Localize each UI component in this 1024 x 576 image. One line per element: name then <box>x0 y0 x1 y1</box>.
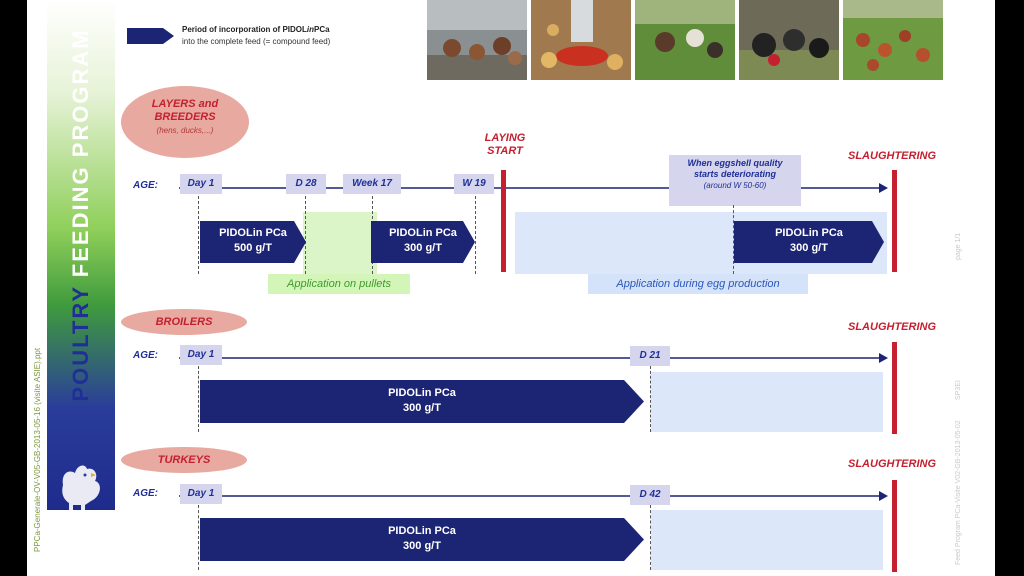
broilers-timeline-arrow <box>179 353 888 363</box>
dose-arrow-layers-3: PIDOLin PCa 300 g/T <box>734 221 884 263</box>
dash-layers-d28 <box>305 196 306 274</box>
turkeys-mark-day1: Day 1 <box>180 484 222 504</box>
broilers-phase-band <box>651 372 883 432</box>
egg-note-line1: When eggshell quality <box>687 158 783 168</box>
dose-name-layers-3: PIDOLin PCa <box>775 227 843 239</box>
legend-text: Period of incorporation of PIDOLinPCa in… <box>182 24 330 48</box>
egg-production-application-label: Application during egg production <box>588 274 808 294</box>
group-label-broilers: BROILERS <box>121 309 247 335</box>
layers-slaughter-bar <box>892 170 897 272</box>
dose-name-turkeys: PIDOLin PCa <box>388 525 456 537</box>
sidebar-title-part1: POULTRY <box>68 277 93 402</box>
dose-arrow-turkeys: PIDOLin PCa 300 g/T <box>200 518 644 561</box>
dash-layers-eggshell <box>733 205 734 274</box>
dose-name-layers-1: PIDOLin PCa <box>219 227 287 239</box>
dose-name-broilers: PIDOLin PCa <box>388 387 456 399</box>
laying-start-bar <box>501 170 506 272</box>
layers-mark-day1: Day 1 <box>180 174 222 194</box>
legend-arrow-icon <box>127 28 174 44</box>
dash-layers-w19 <box>475 196 476 274</box>
dose-arrow-layers-1: PIDOLin PCa 500 g/T <box>200 221 306 263</box>
laying-start-label: LAYING START <box>465 132 545 158</box>
hens-on-grass-photo <box>843 0 943 80</box>
layers-mark-week17: Week 17 <box>343 174 401 194</box>
dash-layers-day1 <box>198 196 199 274</box>
eggshell-quality-note: When eggshell quality starts deteriorati… <box>669 155 801 206</box>
hens-in-barn-photo <box>427 0 527 80</box>
group-label-layers: LAYERS and BREEDERS (hens, ducks,...) <box>121 86 249 158</box>
sidebar-title: POULTRY FEEDING PROGRAM <box>68 28 94 401</box>
broilers-slaughter-bar <box>892 342 897 434</box>
hen-icon <box>62 465 100 510</box>
legend-line1-prefix: Period of incorporation of PIDOL <box>182 25 307 34</box>
dose-arrow-layers-2: PIDOLin PCa 300 g/T <box>371 221 475 263</box>
dose-arrow-broilers: PIDOLin PCa 300 g/T <box>200 380 644 423</box>
turkeys-slaughter-bar <box>892 480 897 572</box>
turkeys-phase-band <box>651 510 883 570</box>
dose-amount-layers-1: 500 g/T <box>234 242 272 254</box>
page-note: page 1/1 <box>955 232 962 260</box>
laying-start-line2: START <box>487 145 523 157</box>
feeder-photo <box>531 0 631 80</box>
dash-turkeys-d42 <box>650 505 651 570</box>
laying-start-line1: LAYING <box>484 132 526 144</box>
dash-turkeys-day1 <box>198 505 199 570</box>
broilers-mark-day1: Day 1 <box>180 345 222 365</box>
turkeys-timeline-arrow <box>179 491 888 501</box>
group-label-turkeys: TURKEYS <box>121 447 247 473</box>
egg-note-line3: (around W 50-60) <box>703 181 767 190</box>
layers-mark-w19: W 19 <box>454 174 494 194</box>
dose-amount-turkeys: 300 g/T <box>403 540 441 552</box>
group-name-breeders: BREEDERS <box>154 111 216 123</box>
ref-note: SP3EI <box>955 380 962 400</box>
turkeys-mark-d42: D 42 <box>630 485 670 505</box>
layers-mark-d28: D 28 <box>286 174 326 194</box>
broilers-slaughter-label: SLAUGHTERING <box>848 321 936 333</box>
dose-amount-layers-2: 300 g/T <box>404 242 442 254</box>
broilers-age-label: AGE: <box>133 350 158 361</box>
dose-amount-broilers: 300 g/T <box>403 402 441 414</box>
turkeys-slaughter-label: SLAUGHTERING <box>848 458 936 470</box>
group-name-layers: LAYERS and <box>151 98 219 110</box>
layers-slaughter-label: SLAUGHTERING <box>848 150 936 162</box>
legend-line2: into the complete feed (= compound feed) <box>182 37 331 46</box>
ducks-outdoor-photo <box>635 0 735 80</box>
sidebar-title-part2: FEEDING PROGRAM <box>68 28 93 278</box>
slide: POULTRY FEEDING PROGRAM PPCa-Generale-OV… <box>27 0 995 576</box>
legend-line1-italic: in <box>306 25 314 34</box>
sidebar-banner <box>47 0 115 510</box>
layers-age-label: AGE: <box>133 180 158 191</box>
pullets-application-label: Application on pullets <box>268 274 410 294</box>
footer-filename: PPCa-Generale-OV-V05-GB-2013-05-16 (visi… <box>33 347 42 552</box>
dose-amount-layers-3: 300 g/T <box>790 242 828 254</box>
broilers-mark-d21: D 21 <box>630 346 670 366</box>
feed-program-note: Feed Program PCa-Visite V02-GB-2013-05-0… <box>955 420 962 565</box>
pullet-phase-band <box>303 212 377 274</box>
dash-broilers-day1 <box>198 366 199 432</box>
group-sub-layers: (hens, ducks,...) <box>156 126 214 135</box>
dash-broilers-d21 <box>650 366 651 432</box>
dose-name-layers-2: PIDOLin PCa <box>389 227 457 239</box>
turkeys-age-label: AGE: <box>133 488 158 499</box>
black-ducks-photo <box>739 0 839 80</box>
egg-note-line2: starts deteriorating <box>693 169 777 179</box>
legend-line1-suffix: PCa <box>314 25 330 34</box>
